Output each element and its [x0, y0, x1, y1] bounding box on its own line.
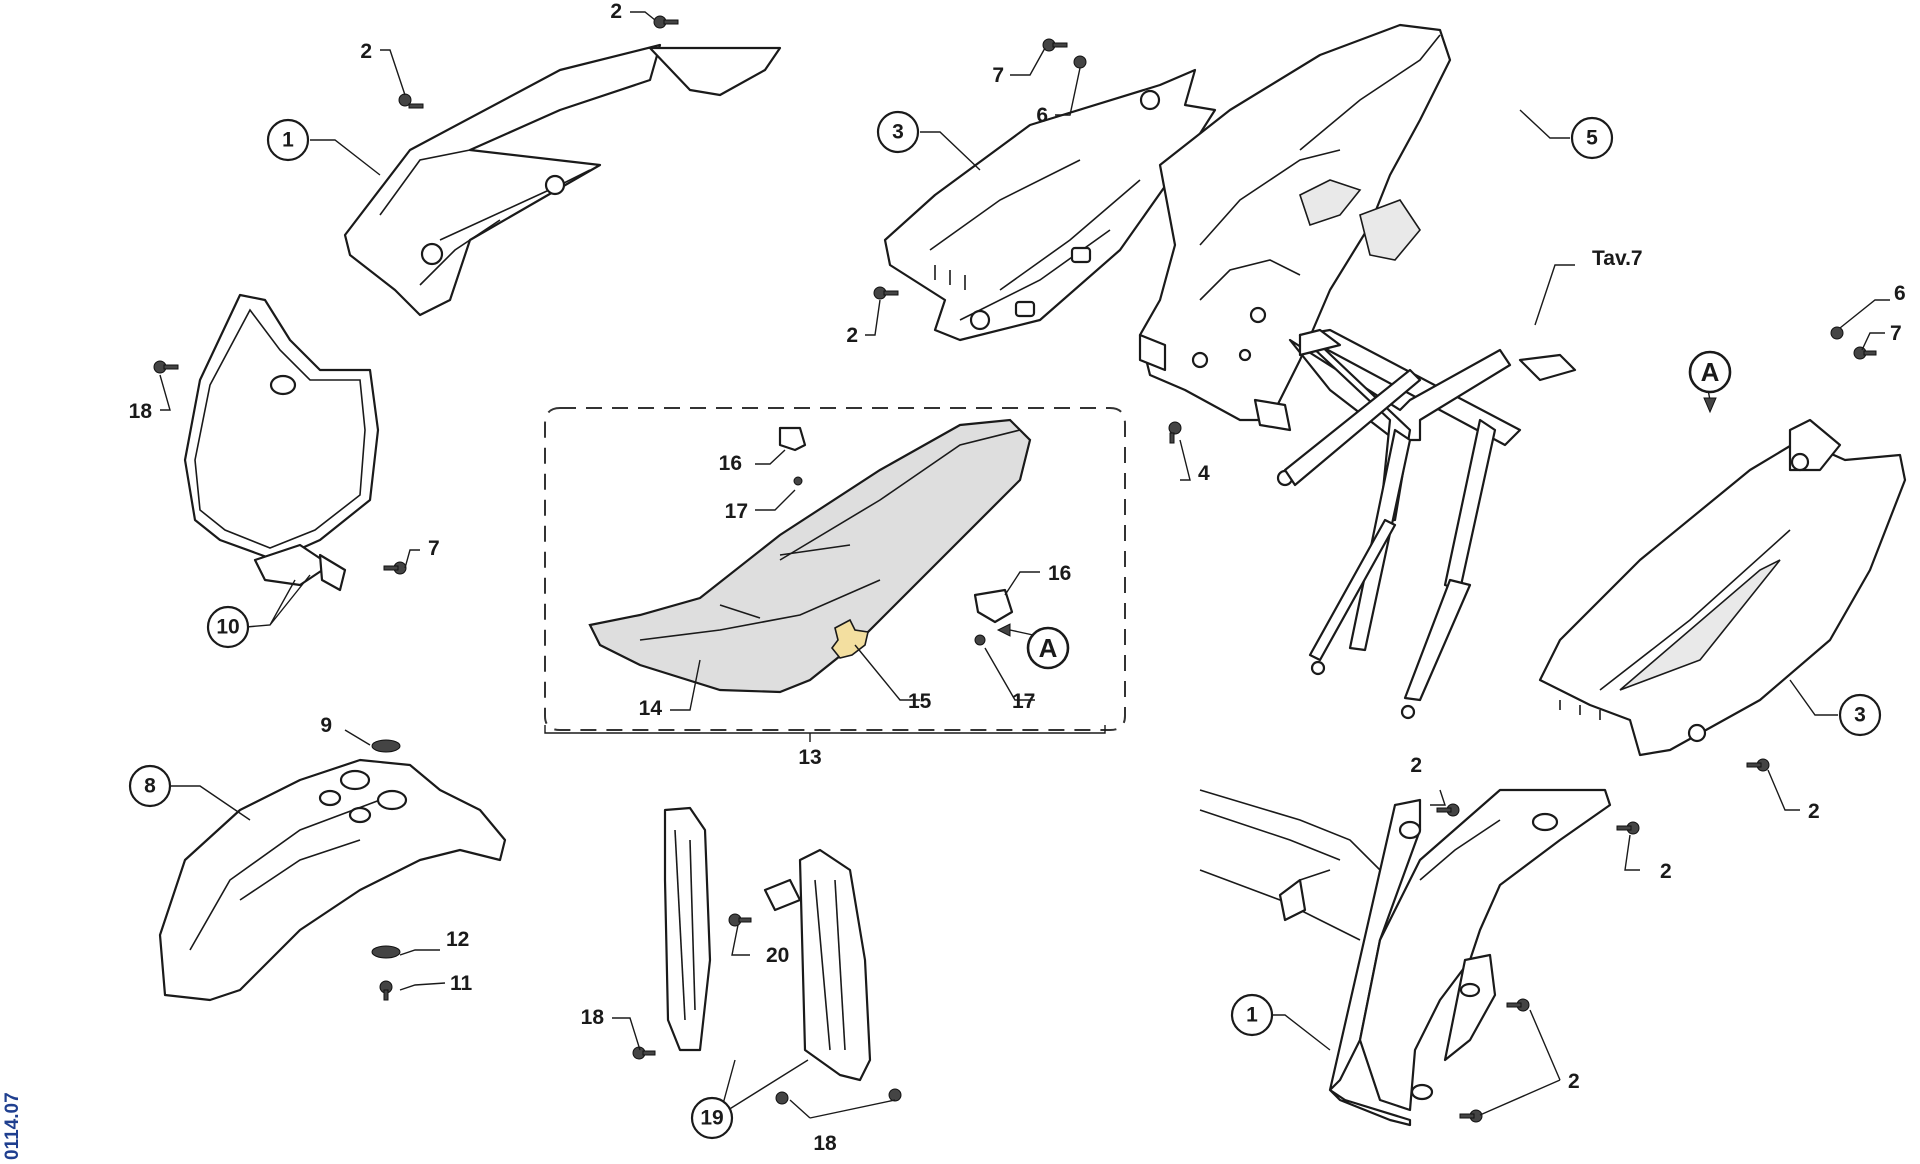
- svg-text:13: 13: [798, 746, 821, 769]
- svg-text:6: 6: [1036, 104, 1048, 127]
- svg-text:7: 7: [428, 537, 440, 560]
- callout-5: 5: [1570, 116, 1614, 160]
- svg-text:2: 2: [846, 324, 858, 347]
- svg-text:3: 3: [1854, 704, 1866, 727]
- leader-lines: [159, 11, 1890, 1119]
- svg-text:1: 1: [1246, 1004, 1258, 1027]
- callout-19: 19: [690, 1096, 734, 1140]
- svg-text:14: 14: [639, 697, 663, 720]
- svg-text:7: 7: [992, 64, 1004, 87]
- part-labels: 2 2 7 6 2 4 6 7 2 18 7 9 12 11 16 17 16 …: [129, 0, 1906, 1155]
- svg-text:8: 8: [144, 775, 156, 798]
- fasteners: [153, 15, 1877, 1123]
- svg-text:20: 20: [766, 944, 789, 967]
- view-marker-a-seat: A: [1026, 626, 1070, 670]
- svg-text:5: 5: [1586, 127, 1598, 150]
- callout-8: 8: [128, 764, 172, 808]
- svg-text:2: 2: [1660, 860, 1672, 883]
- svg-text:17: 17: [1012, 690, 1035, 713]
- svg-text:11: 11: [450, 972, 473, 995]
- side-panel-upper-left: [343, 43, 782, 317]
- svg-text:2: 2: [610, 0, 622, 23]
- callout-1-upper: 1: [266, 118, 310, 162]
- seat-kit-outline: [544, 407, 1126, 731]
- seat-kit-bracket: [544, 725, 1106, 742]
- svg-text:18: 18: [129, 400, 153, 423]
- svg-text:4: 4: [1198, 462, 1210, 485]
- svg-text:A: A: [1701, 357, 1720, 387]
- callout-3-upper: 3: [876, 110, 920, 154]
- reference-label: Tav.7: [1592, 247, 1643, 270]
- svg-text:2: 2: [1410, 754, 1422, 777]
- svg-text:6: 6: [1894, 282, 1906, 305]
- svg-text:9: 9: [320, 714, 332, 737]
- callout-3-right: 3: [1838, 693, 1882, 737]
- rear-fender: [1138, 23, 1452, 432]
- svg-text:19: 19: [700, 1107, 723, 1130]
- svg-text:2: 2: [360, 40, 372, 63]
- svg-text:18: 18: [581, 1006, 605, 1029]
- svg-text:2: 2: [1808, 800, 1820, 823]
- svg-text:10: 10: [216, 616, 239, 639]
- side-panel-lower-right: [1199, 788, 1612, 1127]
- svg-text:3: 3: [892, 121, 904, 144]
- svg-text:12: 12: [446, 928, 469, 951]
- svg-text:2: 2: [1568, 1070, 1580, 1093]
- svg-text:18: 18: [813, 1132, 837, 1155]
- radiator-shrouds: [663, 806, 872, 1082]
- svg-text:17: 17: [725, 500, 748, 523]
- callout-10: 10: [206, 605, 250, 649]
- side-panel-rear-right: [1538, 418, 1907, 757]
- svg-text:1: 1: [282, 129, 294, 152]
- svg-text:A: A: [1039, 633, 1058, 663]
- rear-subframe: [1276, 328, 1577, 720]
- svg-text:16: 16: [719, 452, 742, 475]
- callout-1-lower: 1: [1230, 993, 1274, 1037]
- view-marker-a-panel: A: [1688, 350, 1732, 394]
- front-number-plate: [183, 293, 380, 592]
- drawing-code: 0114.07: [2, 1092, 23, 1160]
- front-fender: [158, 758, 507, 1002]
- svg-text:15: 15: [908, 690, 932, 713]
- svg-text:7: 7: [1890, 322, 1902, 345]
- svg-text:16: 16: [1048, 562, 1071, 585]
- seat-assembly: [588, 418, 1032, 694]
